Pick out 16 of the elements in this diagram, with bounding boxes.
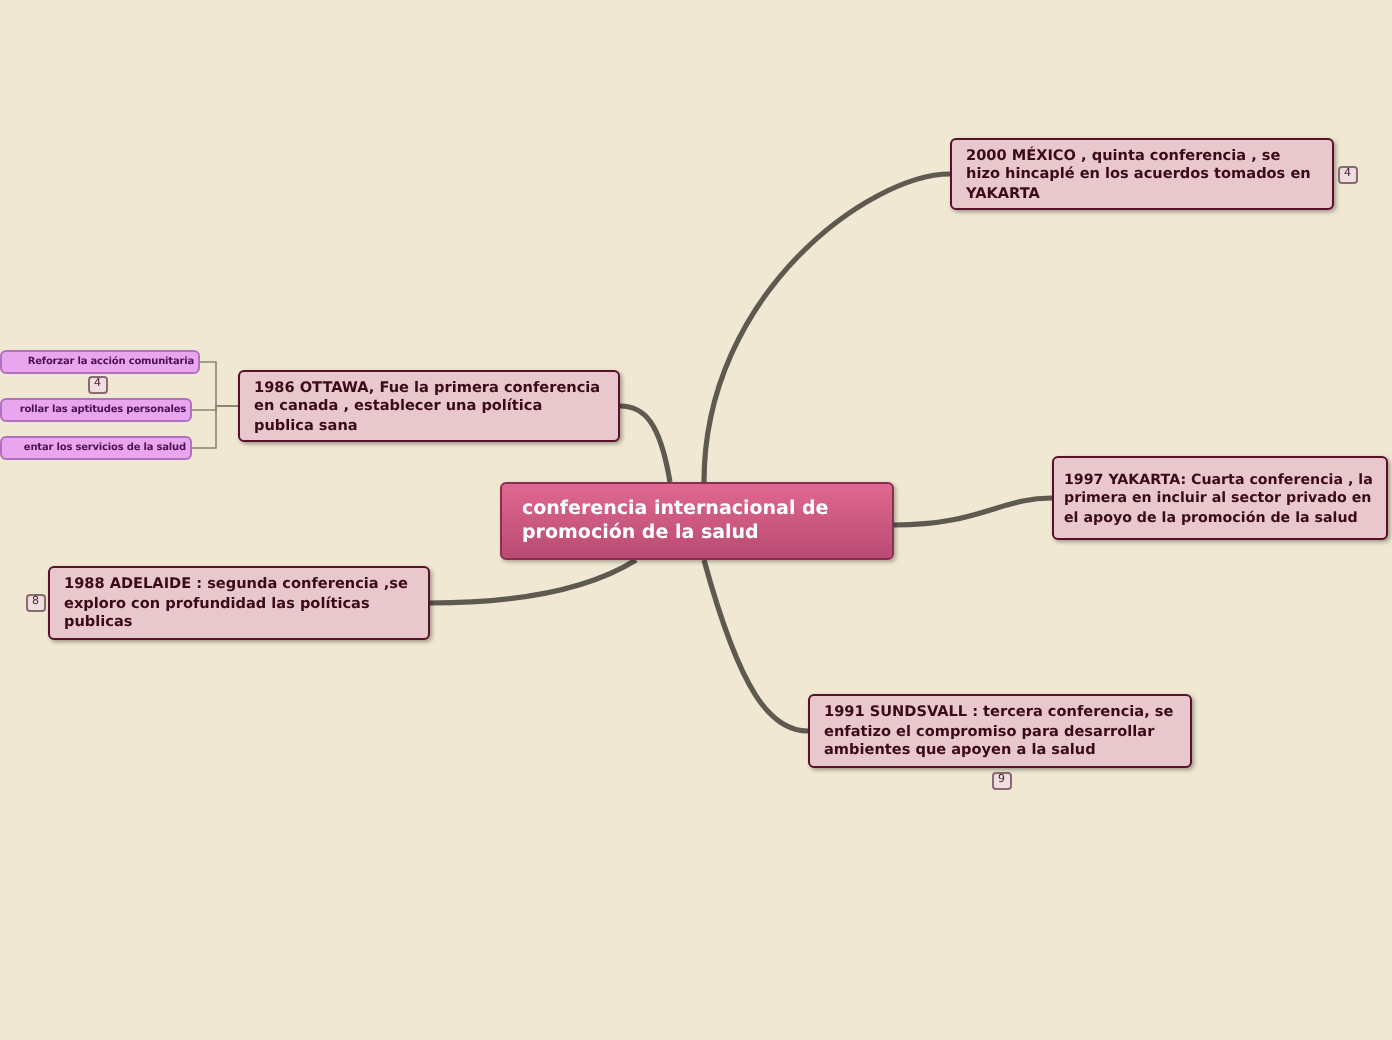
topic-box — [808, 694, 1192, 768]
connector — [701, 559, 809, 734]
connector — [429, 557, 638, 606]
connector — [191, 405, 239, 449]
connector — [893, 495, 1053, 528]
subtopic-box — [0, 350, 200, 374]
topic-box — [1052, 456, 1388, 540]
subtopic-box — [0, 436, 192, 460]
node-text: conferencia internacional de promoción de la salud — [522, 497, 831, 545]
connector — [619, 403, 673, 483]
topic-box — [950, 138, 1334, 210]
central-topic-box — [500, 482, 894, 560]
subtopic-box — [0, 398, 192, 422]
topic-box — [48, 566, 430, 640]
topic-box — [238, 370, 620, 442]
connector — [701, 171, 951, 483]
